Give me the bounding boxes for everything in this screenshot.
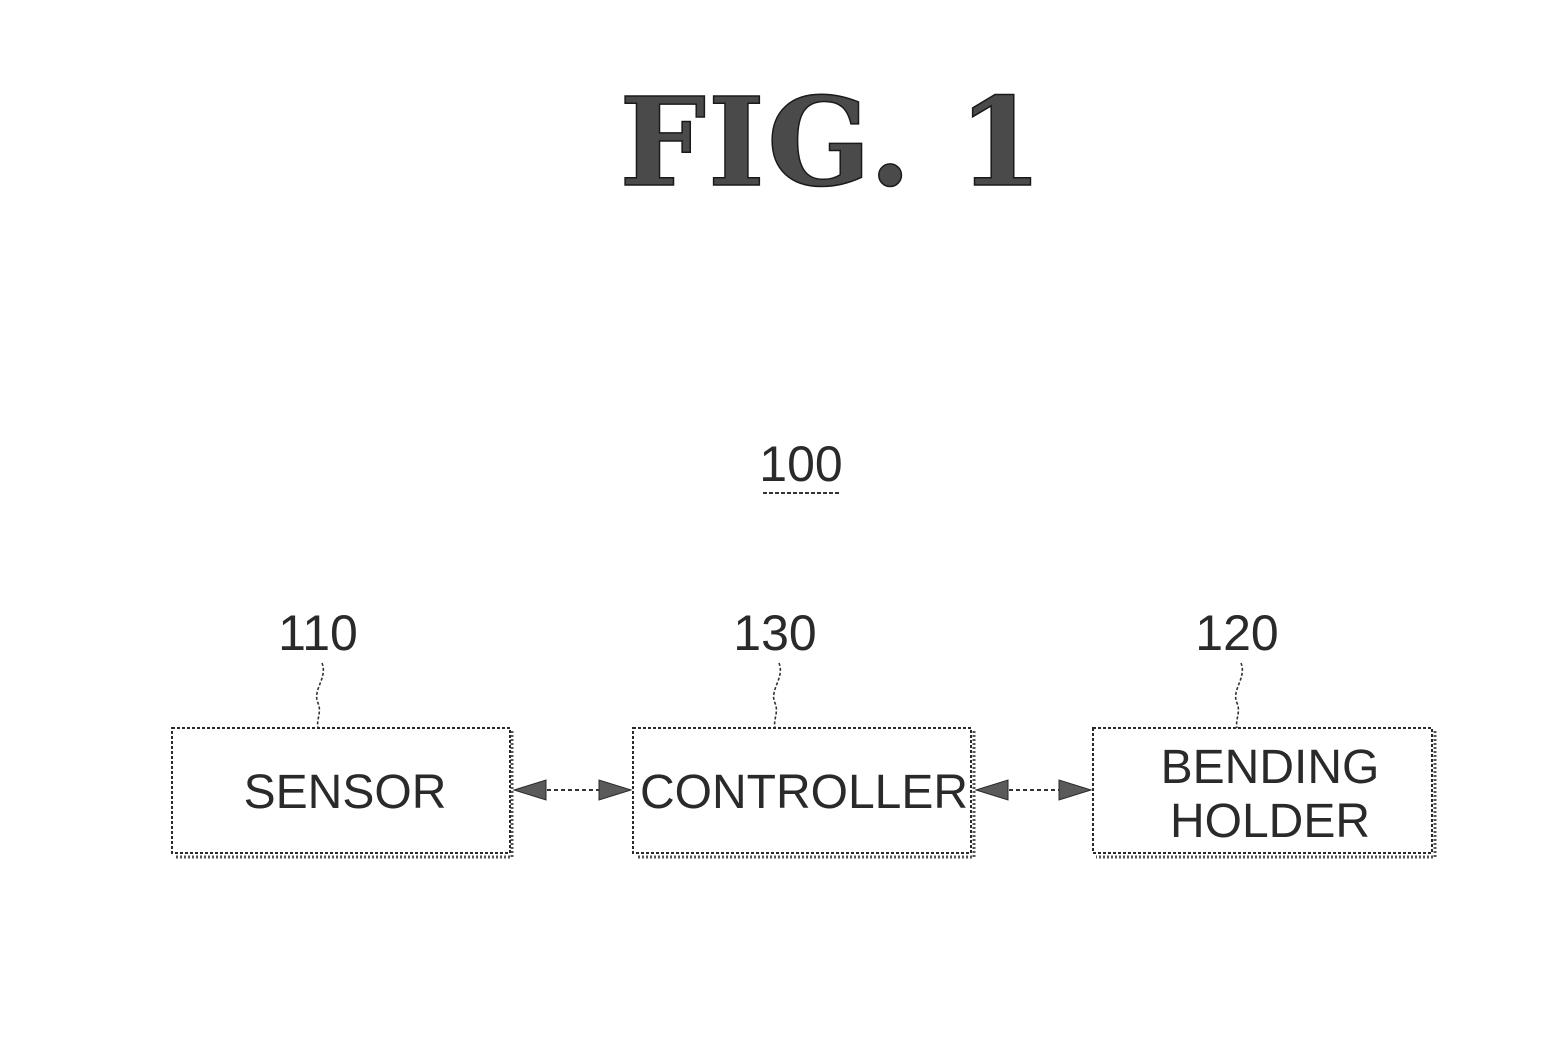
sensor-leader-line bbox=[317, 663, 324, 728]
arrow-left-head-sensor bbox=[514, 780, 546, 800]
arrow-right-head-bending-holder bbox=[1059, 780, 1091, 800]
controller-block-label: CONTROLLER bbox=[640, 766, 968, 819]
sensor-block-label: SENSOR bbox=[244, 766, 447, 819]
sensor-block: SENSOR bbox=[172, 728, 512, 857]
bending-holder-block: BENDING HOLDER bbox=[1093, 728, 1435, 857]
bending-holder-label-line-2: HOLDER bbox=[1170, 795, 1370, 848]
figure-title: FIG. 1 bbox=[619, 70, 1044, 214]
arrow-left-head-controller bbox=[976, 780, 1008, 800]
controller-leader-line bbox=[774, 663, 781, 728]
bending-holder-ref-label: 120 bbox=[1195, 605, 1278, 661]
controller-block: CONTROLLER bbox=[633, 728, 974, 857]
system-ref-label: 100 bbox=[759, 436, 842, 492]
bending-holder-leader-line bbox=[1236, 663, 1243, 728]
arrow-right-head-controller bbox=[599, 780, 631, 800]
bending-holder-label-line-1: BENDING bbox=[1161, 741, 1380, 794]
sensor-controller-connector bbox=[514, 780, 631, 800]
controller-bending-holder-connector bbox=[976, 780, 1091, 800]
sensor-ref-label: 110 bbox=[278, 605, 358, 661]
controller-ref-label: 130 bbox=[733, 605, 816, 661]
